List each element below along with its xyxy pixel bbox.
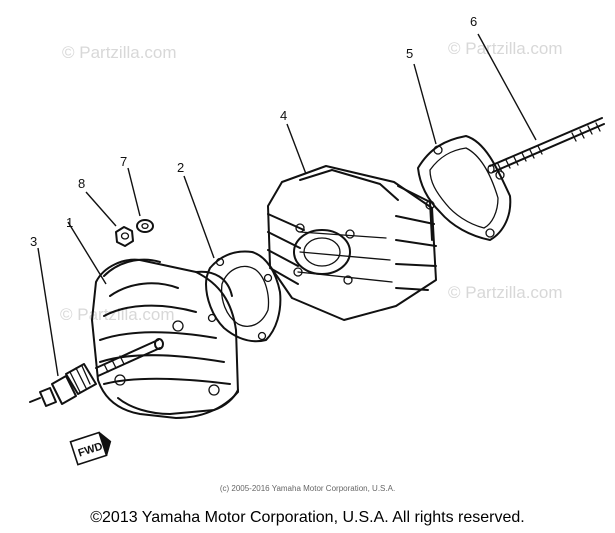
leader-lines [37,33,537,377]
callout-6[interactable]: 6 [470,14,477,29]
watermark-middle-left: © Partzilla.com [60,305,175,324]
watermarks: © Partzilla.com © Partzilla.com © Partzi… [60,39,563,324]
inner-copyright: (c) 2005-2016 Yamaha Motor Corporation, … [219,484,396,493]
watermark-middle-right: © Partzilla.com [448,283,563,302]
callout-1[interactable]: 1 [66,215,73,230]
part-2-head-gasket[interactable] [205,250,282,343]
footer-copyright: ©2013 Yamaha Motor Corporation, U.S.A. A… [90,509,525,526]
callout-4[interactable]: 4 [280,108,287,123]
part-8-nut[interactable] [115,226,134,247]
part-7-washer[interactable] [136,219,154,233]
part-1-cylinder-head[interactable] [91,258,239,419]
callout-8[interactable]: 8 [78,176,85,191]
part-3-spark-plug[interactable] [29,338,164,407]
fwd-marker: FWD [69,431,112,466]
callout-2[interactable]: 2 [177,160,184,175]
callout-7[interactable]: 7 [120,154,127,169]
part-6-stud-bolt[interactable] [487,117,605,174]
callouts: 1 2 3 4 5 6 7 8 [30,14,477,249]
part-4-cylinder[interactable] [267,165,437,321]
callout-5[interactable]: 5 [406,46,413,61]
watermark-top-left: © Partzilla.com [62,43,177,62]
watermark-top-right: © Partzilla.com [448,39,563,58]
callout-3[interactable]: 3 [30,234,37,249]
